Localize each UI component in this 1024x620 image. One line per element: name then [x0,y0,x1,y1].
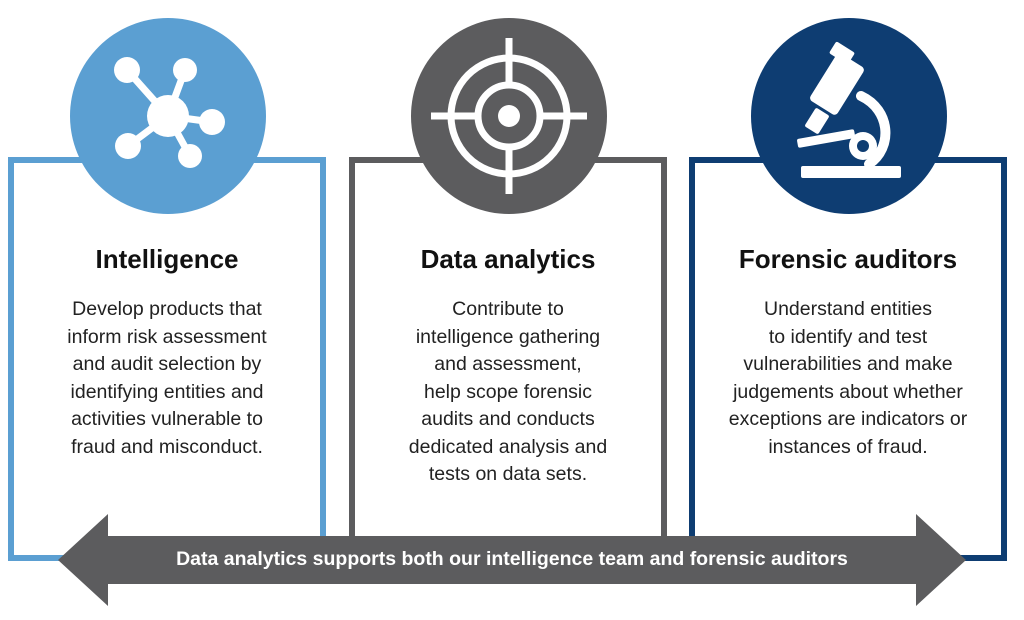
microscope-icon [797,41,901,178]
description-line: and audit selection by [72,353,262,375]
description-line: vulnerabilities and make [743,353,953,375]
intelligence-circle [70,18,266,214]
intelligence-description: Develop products that inform risk assess… [8,296,326,461]
data-analytics-title: Data analytics [420,244,596,274]
description-line: fraud and misconduct. [71,435,263,458]
data-analytics-panel [349,157,667,561]
target-icon [431,38,587,194]
description-line: and assessment, [434,353,582,375]
forensic-auditors-title: Forensic auditors [738,244,958,274]
description-line: tests on data sets. [428,463,588,485]
forensic-auditors-description: Understand entities to identify and test… [689,296,1007,461]
description-line: Contribute to [452,298,564,320]
description-line: activities vulnerable to [71,408,263,430]
description-line: identifying entities and [70,380,264,403]
description-line: dedicated analysis and [408,435,608,458]
description-line: Understand entities [763,298,933,320]
forensic-auditors-circle [751,18,947,214]
arrow-caption: Data analytics supports both our intelli… [176,548,848,570]
intelligence-panel [8,157,326,561]
data-analytics-description: Contribute to intelligence gathering and… [349,296,667,489]
description-line: Develop products that [72,298,262,320]
data-analytics-circle [411,18,607,214]
description-line: to identify and test [768,325,928,348]
description-line: audits and conducts [421,408,595,430]
description-line: exceptions are indicators or [728,408,968,430]
description-line: instances of fraud. [768,435,928,458]
description-line: help scope forensic [423,380,593,403]
description-line: judgements about whether [733,380,963,403]
description-line: intelligence gathering [415,325,601,348]
intelligence-title: Intelligence [95,244,239,274]
double-arrow-icon [58,514,966,606]
network-icon [114,57,225,168]
description-line: inform risk assessment [67,325,267,348]
